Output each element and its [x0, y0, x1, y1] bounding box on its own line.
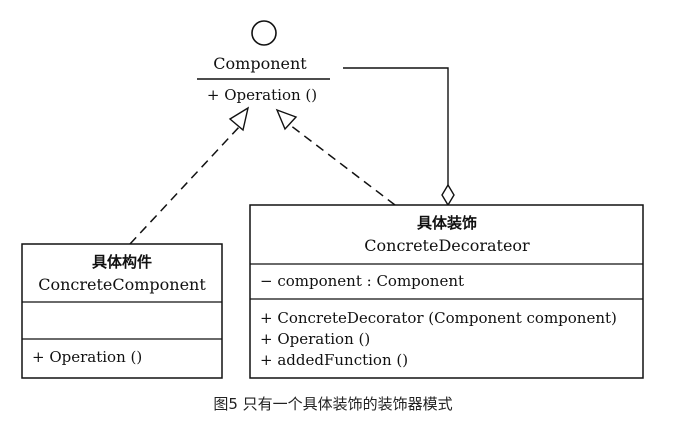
concrete-decorator-operation: + Operation ()	[260, 330, 371, 348]
concrete-decorator-operation-constructor: + ConcreteDecorator (Component component…	[260, 309, 617, 327]
concrete-component-operation: + Operation ()	[32, 348, 143, 366]
aggregation-line	[343, 67, 449, 185]
figure-caption: 图5 只有一个具体装饰的装饰器模式	[213, 395, 453, 413]
concrete-decorator-added-function: + addedFunction ()	[260, 351, 409, 369]
realization-line-decorator	[289, 124, 396, 206]
concrete-decorator-box	[249, 204, 644, 379]
realization-line-component	[129, 125, 241, 245]
concrete-component-box	[21, 243, 223, 379]
concrete-component-name: ConcreteComponent	[38, 275, 206, 294]
concrete-decorator-title-cn: 具体装饰	[416, 214, 478, 232]
component-operation: + Operation ()	[206, 86, 318, 104]
aggregation-diamond	[441, 183, 455, 207]
interface-circle	[251, 20, 277, 46]
concrete-decorator-attribute: − component : Component	[260, 272, 465, 290]
concrete-decorator-name: ConcreteDecorateor	[364, 236, 530, 255]
realization-arrow-component	[228, 106, 250, 132]
component-name: Component	[213, 54, 307, 73]
realization-arrow-decorator	[275, 108, 298, 131]
concrete-component-title-cn: 具体构件	[91, 253, 153, 271]
